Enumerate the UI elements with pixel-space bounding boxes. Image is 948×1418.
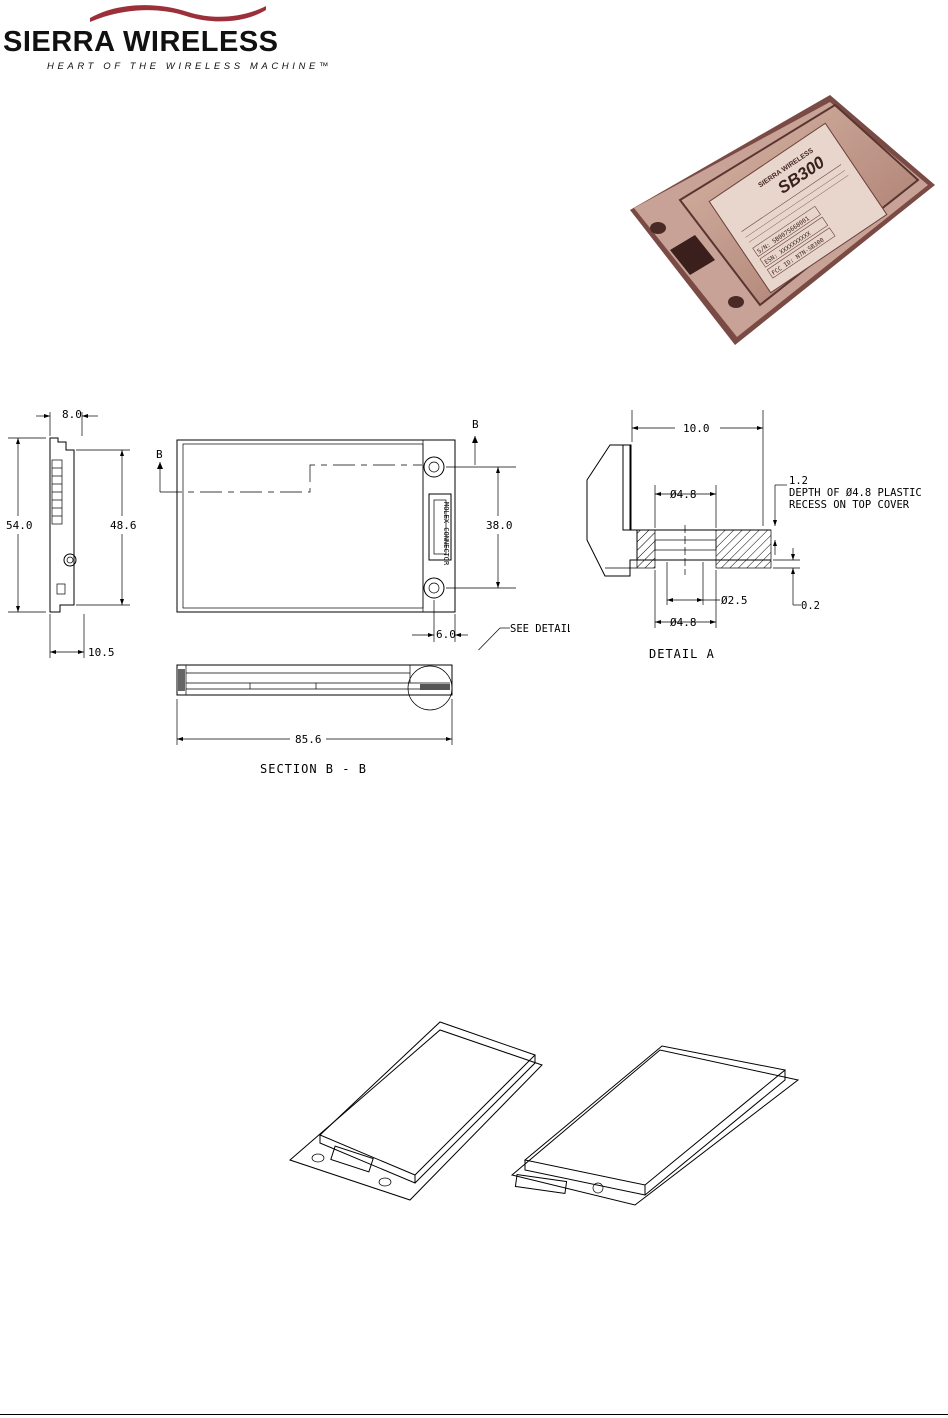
connector-label: MOLEX CONNECTOR: [442, 502, 450, 566]
isometric-view-top: [290, 1022, 542, 1200]
detail-dim-offset: 0.2: [801, 600, 820, 612]
footer-rule: [0, 1414, 948, 1415]
front-view-drawing: MOLEX CONNECTOR B B 38.0 6.0 SEE DETAIL …: [150, 400, 570, 650]
side-view-drawing: 8.0 54.0 48.6 10.5: [0, 400, 150, 670]
side-dim-top: 8.0: [62, 408, 82, 421]
side-dim-bottom: 10.5: [88, 646, 115, 659]
isometric-view-bottom: [512, 1046, 798, 1205]
section-caption: SECTION B - B: [260, 762, 367, 776]
logo-tagline: HEART OF THE WIRELESS MACHINE™: [47, 62, 332, 72]
detail-callout: SEE DETAIL A: [510, 623, 570, 635]
side-dim-height: 54.0: [6, 519, 33, 532]
detail-note-line-2: RECESS ON TOP COVER: [789, 499, 910, 511]
front-dim-hole-spacing: 38.0: [486, 519, 513, 532]
detail-dim-hole-dia: Ø2.5: [721, 594, 748, 607]
detail-dim-depth: 1.2: [789, 475, 808, 487]
detail-dim-width: 10.0: [683, 422, 710, 435]
detail-caption: DETAIL A: [649, 647, 715, 661]
section-dim-length: 85.6: [295, 733, 322, 746]
isometric-views-drawing: [280, 1010, 810, 1210]
detail-a-drawing: 10.0 Ø4.8 Ø2.5 Ø4.8 1.2 DEPTH OF Ø4.8 PL…: [575, 400, 948, 670]
side-dim-inner: 48.6: [110, 519, 137, 532]
logo-wordmark: SIERRA WIRELESS: [3, 28, 279, 57]
detail-dim-outer-dia: Ø4.8: [670, 616, 697, 629]
section-marker-right: B: [472, 418, 479, 431]
front-dim-edge: 6.0: [436, 628, 456, 641]
section-view-drawing: 85.6 SECTION B - B: [150, 655, 480, 785]
logo-swoosh-icon: [88, 2, 268, 24]
section-marker-left: B: [156, 448, 163, 461]
company-logo: SIERRA WIRELESS HEART OF THE WIRELESS MA…: [0, 0, 370, 80]
detail-dim-recess-dia: Ø4.8: [670, 488, 697, 501]
product-photo: SIERRA WIRELESS SB300 S/N: SB0075668001 …: [620, 90, 948, 350]
detail-note-line-1: DEPTH OF Ø4.8 PLASTIC: [789, 487, 922, 499]
